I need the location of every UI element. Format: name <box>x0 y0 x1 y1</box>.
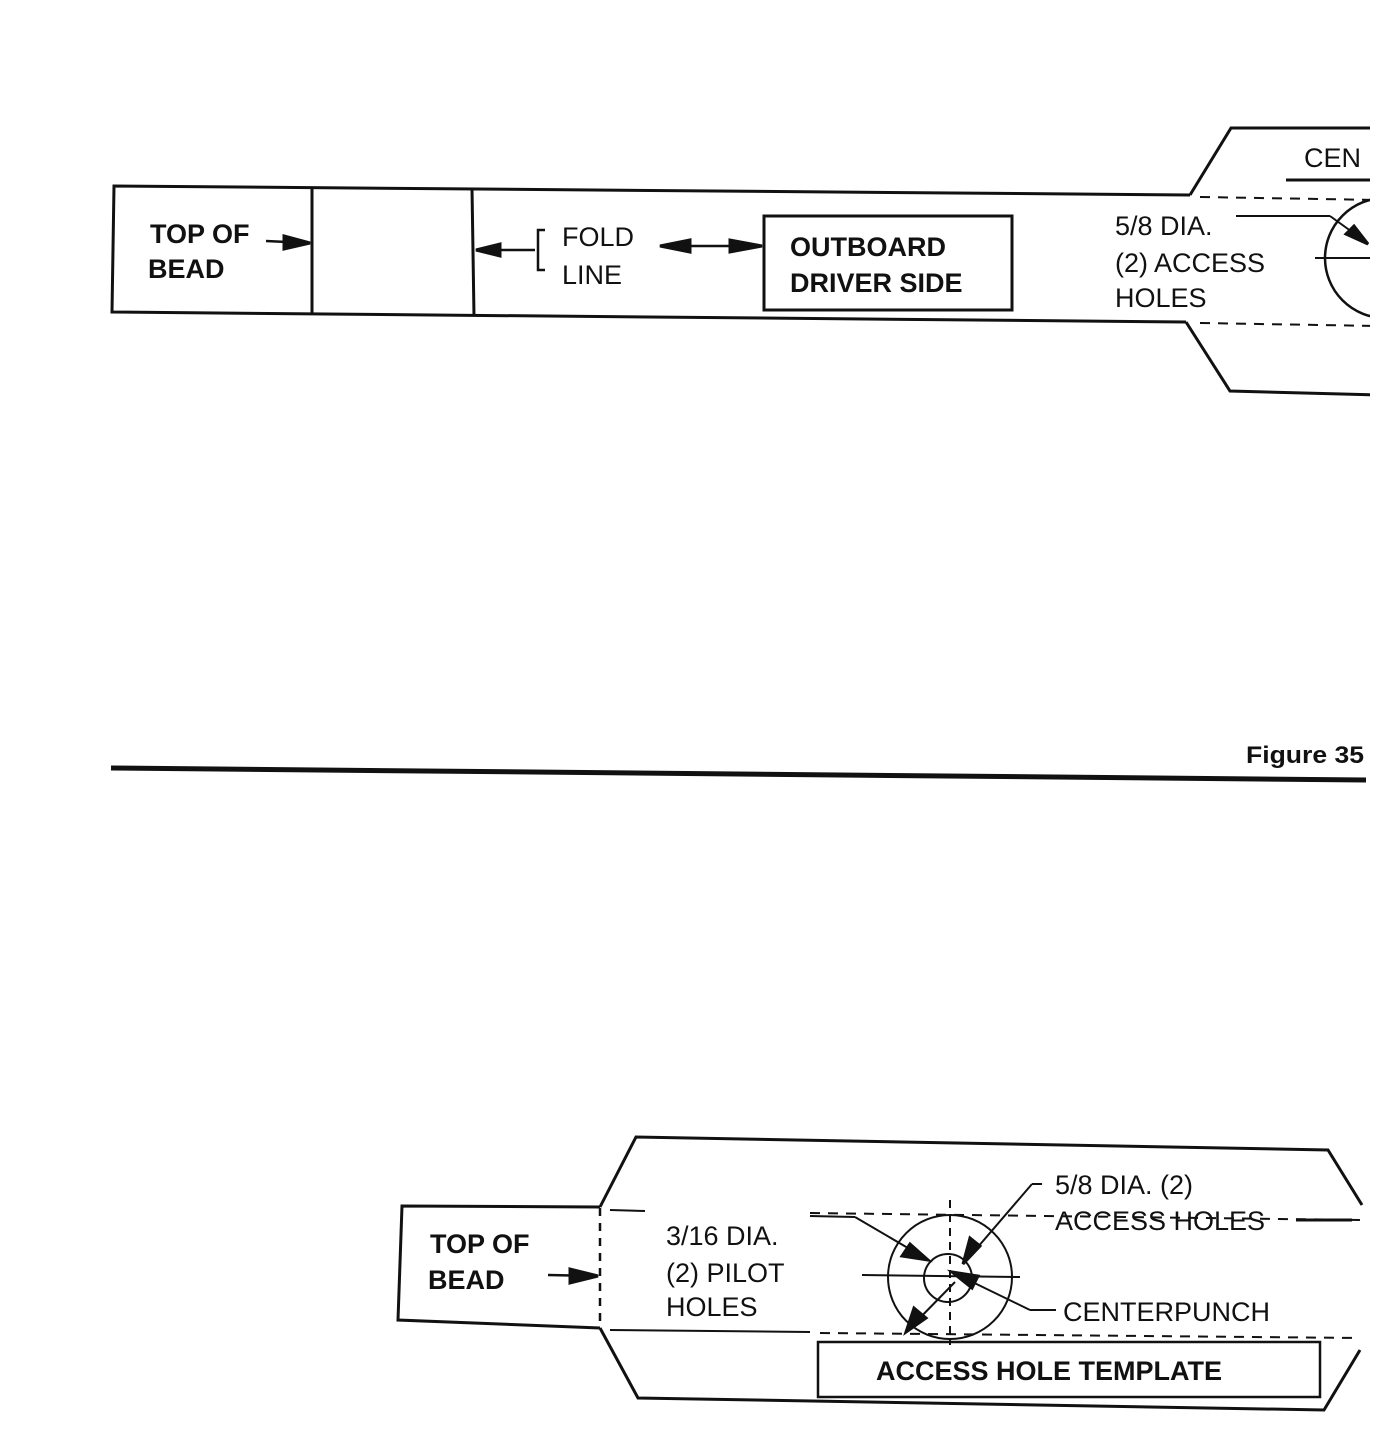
fold-label-line2: LINE <box>562 260 622 290</box>
top-bead-label-line1: TOP OF <box>150 219 250 249</box>
centerpunch-arrow <box>946 1269 981 1291</box>
bottom-cut-upper-left <box>609 1209 646 1212</box>
cut-label: CEN <box>1304 143 1361 173</box>
top-access-label-line1: 5/8 DIA. <box>1115 211 1213 241</box>
pilot-label-line2: (2) PILOT <box>666 1258 785 1288</box>
top-template <box>110 126 1370 397</box>
outboard-label-line1: OUTBOARD <box>790 232 946 262</box>
access-arrow-lower <box>903 1305 929 1336</box>
centerpunch-label: CENTERPUNCH <box>1063 1297 1270 1327</box>
top-access-label-line2: (2) ACCESS <box>1115 248 1265 278</box>
top-dashed-cut-upper <box>1199 196 1370 201</box>
fold-arrow-b <box>728 238 763 254</box>
bottom-bead-label-line2: BEAD <box>428 1265 505 1295</box>
top-access-label-line3: HOLES <box>1115 283 1207 313</box>
bottom-access-label-line1: 5/8 DIA. (2) <box>1055 1170 1193 1200</box>
bottom-body-outline <box>598 1135 1364 1412</box>
template-name-label: ACCESS HOLE TEMPLATE <box>876 1356 1222 1386</box>
template-name-box <box>816 1340 1322 1399</box>
bottom-cut-upper-dash <box>809 1212 1361 1221</box>
pilot-label-line1: 3/16 DIA. <box>666 1221 779 1251</box>
figure-caption: Figure 35 <box>1246 742 1364 769</box>
top-strip-right-section <box>1184 126 1370 397</box>
bottom-cut-lower <box>609 1329 811 1333</box>
pilot-label-line3: HOLES <box>666 1292 758 1322</box>
outboard-label-line2: DRIVER SIDE <box>790 268 963 298</box>
outboard-box <box>762 214 1014 312</box>
top-divider-2 <box>470 187 476 317</box>
bottom-template-labels: TOP OF BEAD 3/16 DIA. (2) PILOT HOLES 5/… <box>428 1170 1270 1386</box>
top-bead-label-line2: BEAD <box>148 254 225 284</box>
top-bead-arrow <box>282 234 311 251</box>
bottom-template <box>396 1135 1364 1412</box>
bottom-access-label-line2: ACCESS HOLES <box>1055 1206 1265 1236</box>
pilot-arrow <box>899 1241 933 1263</box>
access-arrow-upper <box>961 1235 983 1266</box>
fold-arrow-a <box>659 238 692 254</box>
top-access-arrow <box>1343 223 1370 246</box>
fold-arrow-left <box>475 242 502 258</box>
fold-label-line1: FOLD <box>562 222 634 252</box>
pilot-leader-horizontal <box>809 1215 856 1218</box>
bottom-cut-lower-dash <box>819 1332 1361 1339</box>
fold-line-bracket <box>536 228 545 272</box>
bottom-left-tab <box>396 1204 601 1330</box>
bottom-crossline-horizontal <box>861 1274 1021 1278</box>
top-strip-outline <box>110 184 1191 324</box>
bottom-bead-arrow <box>568 1267 599 1285</box>
top-template-labels: TOP OF BEAD FOLD LINE OUTBOARD DRIVER SI… <box>148 143 1361 313</box>
figure-divider-rule <box>110 765 1367 783</box>
top-dashed-cut-lower <box>1199 322 1370 327</box>
bottom-bead-label-line1: TOP OF <box>430 1229 530 1259</box>
